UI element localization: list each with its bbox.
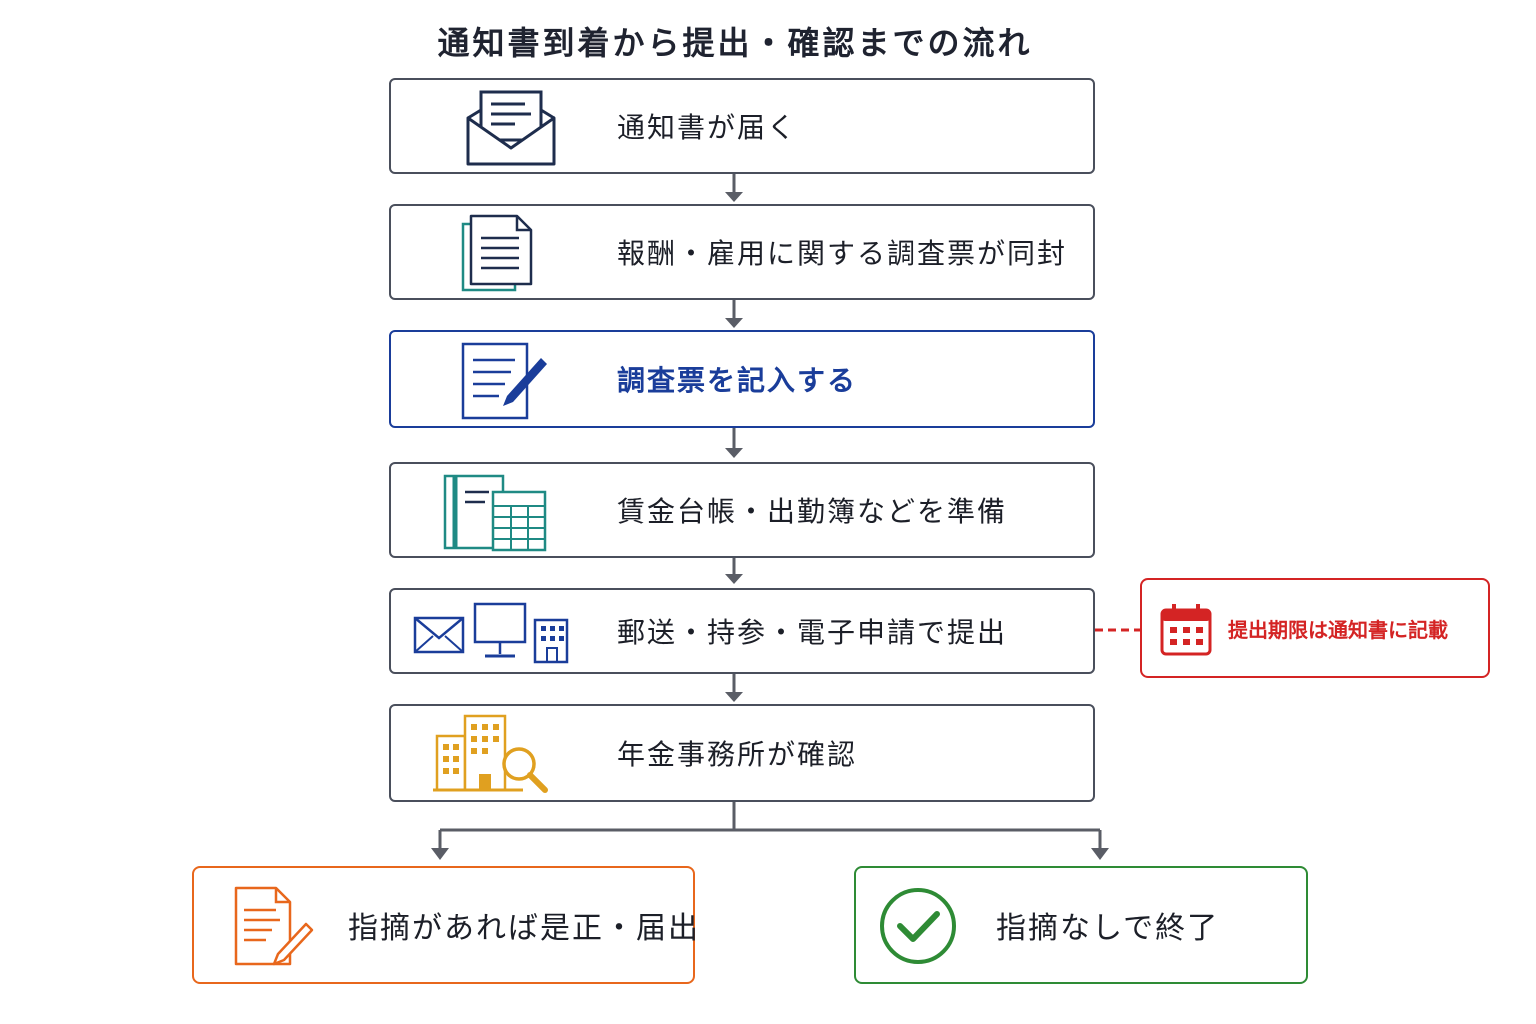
step-office-review: 年金事務所が確認 (389, 704, 1095, 802)
step-notice-arrives: 通知書が届く (389, 78, 1095, 174)
outcome-correction: 指摘があれば是正・届出 (192, 866, 698, 984)
documents-icon (461, 214, 533, 292)
step-label: 年金事務所が確認 (617, 738, 858, 771)
step-survey-enclosed: 報酬・雇用に関する調査票が同封 (389, 204, 1095, 300)
step-prepare-ledgers: 賃金台帳・出勤簿などを準備 (389, 462, 1095, 558)
envelope-letter-icon (466, 90, 556, 166)
flow-arrow (725, 300, 743, 328)
step-submit: 郵送・持参・電子申請で提出 (389, 588, 1095, 674)
flow-arrow (725, 558, 743, 584)
note-connector (1095, 628, 1141, 632)
flow-arrow (725, 674, 743, 702)
flow-arrow (725, 428, 743, 458)
checkmark-circle-icon (880, 888, 956, 964)
mail-computer-office-icon (413, 602, 569, 664)
flow-arrow (725, 174, 743, 202)
calendar-icon (1160, 604, 1212, 656)
step-label: 通知書が届く (617, 111, 798, 144)
building-search-icon (433, 714, 548, 793)
deadline-note: 提出期限は通知書に記載 (1140, 578, 1490, 678)
ledger-spreadsheet-icon (443, 474, 547, 552)
page-title: 通知書到着から提出・確認までの流れ (437, 24, 1033, 62)
step-label: 調査票を記入する (617, 364, 858, 397)
outcome-label: 指摘があれば是正・届出 (348, 911, 700, 946)
step-label: 賃金台帳・出勤簿などを準備 (617, 495, 1008, 528)
outcome-label: 指摘なしで終了 (996, 911, 1220, 946)
step-fill-survey: 調査票を記入する (389, 330, 1095, 428)
branch-connector (431, 802, 1109, 860)
step-label: 報酬・雇用に関する調査票が同封 (617, 237, 1068, 270)
document-pen-icon (234, 886, 314, 966)
note-label: 提出期限は通知書に記載 (1228, 617, 1448, 642)
step-label: 郵送・持参・電子申請で提出 (617, 616, 1008, 649)
outcome-complete: 指摘なしで終了 (854, 866, 1308, 984)
form-pen-icon (461, 342, 547, 420)
